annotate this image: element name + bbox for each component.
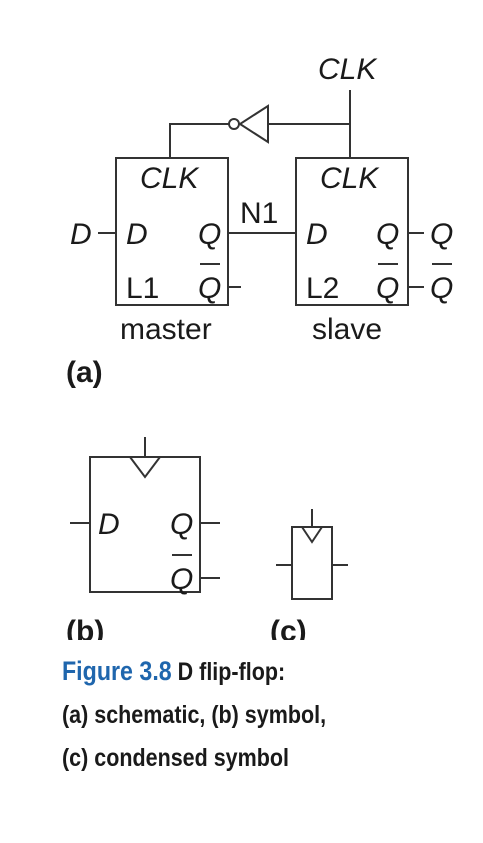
flip-flop-symbol [89, 456, 201, 593]
slave-q-label: Q [376, 218, 399, 251]
caption-line-2: (a) schematic, (b) symbol, [62, 701, 327, 729]
condensed-clock-triangle [301, 526, 323, 544]
node-n1-label: N1 [240, 197, 278, 230]
inverter-symbol [228, 104, 269, 144]
caption-line-1: Figure 3.8 D flip-flop: [62, 650, 415, 694]
flip-flop-diagram: CLK CLK D Q L1 Q master CLK D Q L2 Q sla… [66, 53, 453, 640]
caption-line-3: (c) condensed symbol [62, 744, 289, 772]
slave-d-label: D [306, 218, 328, 251]
output-qbar-label: Q [430, 272, 453, 305]
output-q-label: Q [430, 218, 453, 251]
data-wires [98, 232, 424, 288]
clk-input-label: CLK [318, 53, 378, 86]
caption-title: D flip-flop: [177, 658, 286, 686]
symbol-d-label: D [98, 508, 120, 541]
slave-caption: slave [312, 313, 382, 346]
clock-wiring [169, 90, 351, 158]
figure-label: Figure 3.8 [62, 656, 172, 686]
input-d-label: D [70, 218, 92, 251]
slave-qbar-label: Q [376, 272, 399, 305]
master-d-label: D [126, 218, 148, 251]
master-caption: master [120, 313, 212, 346]
part-b-label: (b) [66, 615, 104, 640]
master-qbar-label: Q [198, 272, 221, 305]
slave-clk-label: CLK [320, 162, 380, 195]
master-name-label: L1 [126, 272, 159, 305]
symbol-clock-triangle [129, 456, 161, 479]
symbol-q-label: Q [170, 508, 193, 541]
figure-caption: Figure 3.8 D flip-flop: (a) schematic, (… [62, 650, 415, 780]
part-a-label: (a) [66, 356, 103, 389]
slave-latch [295, 157, 409, 306]
master-latch [115, 157, 229, 306]
part-c-label: (c) [270, 615, 307, 640]
master-clk-label: CLK [140, 162, 200, 195]
symbol-qbar-label: Q [170, 563, 193, 596]
master-q-label: Q [198, 218, 221, 251]
condensed-symbol [291, 526, 333, 600]
slave-name-label: L2 [306, 272, 339, 305]
